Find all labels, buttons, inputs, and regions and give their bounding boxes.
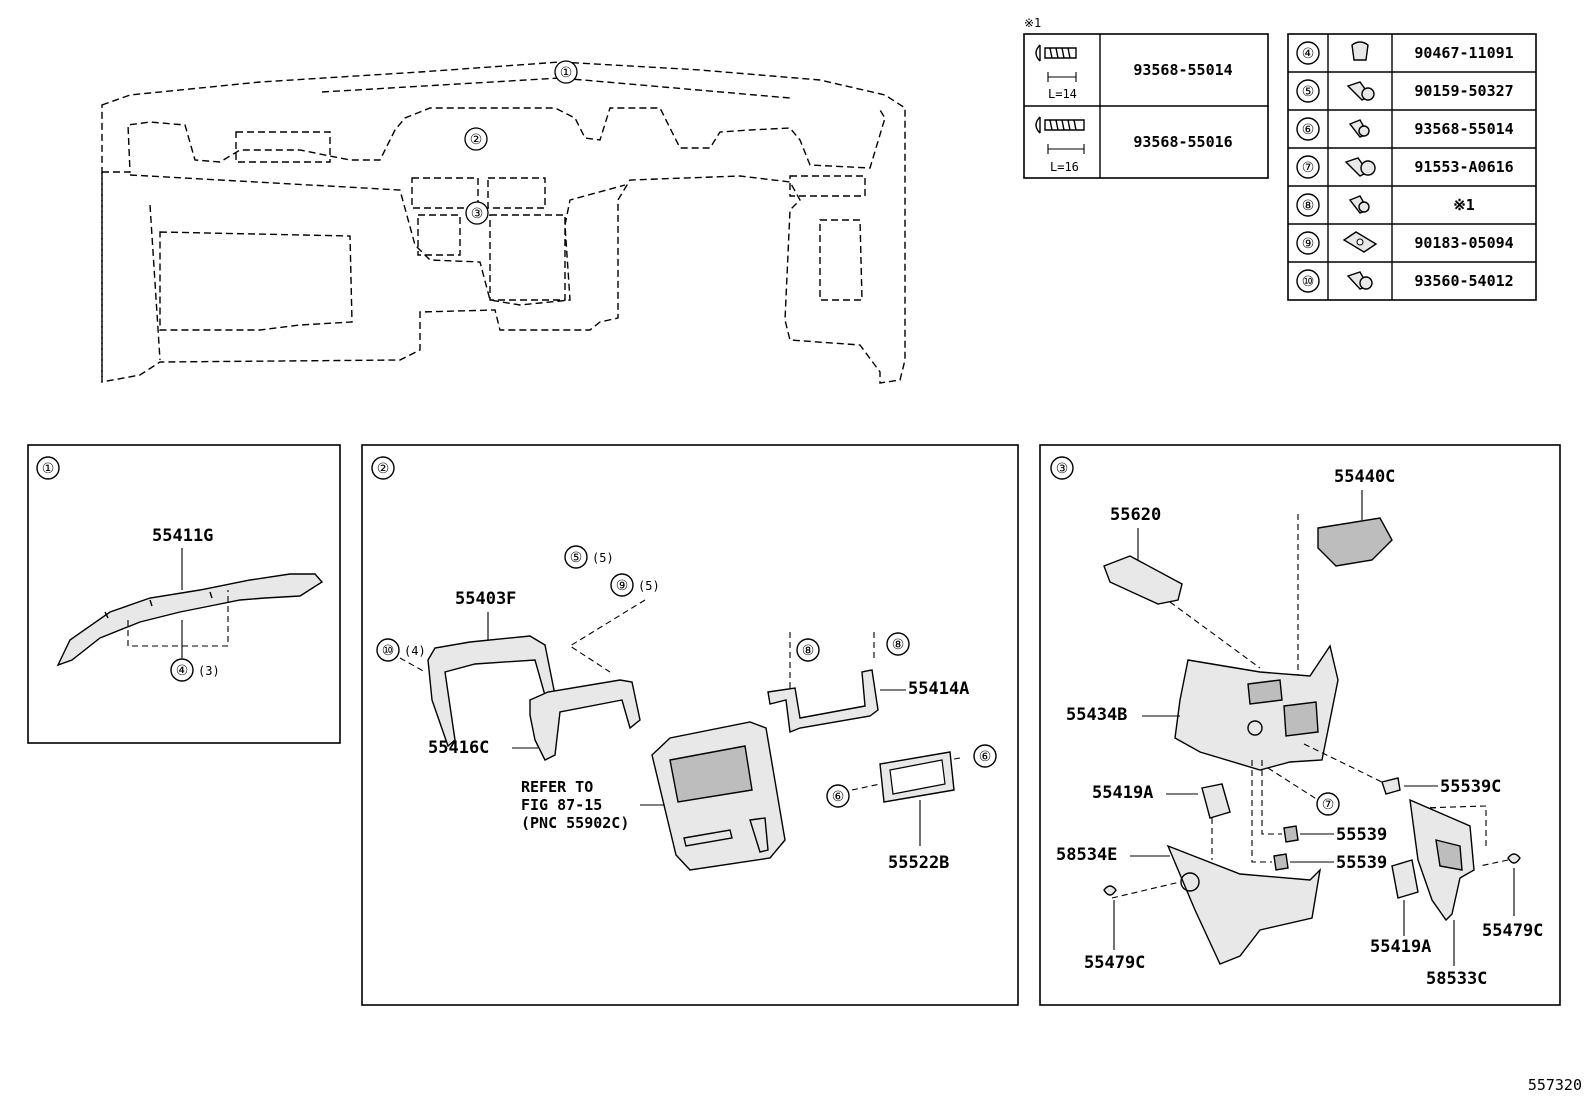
clip-icon <box>1351 41 1369 61</box>
lower-console-panel <box>1174 644 1339 771</box>
part-label-55419A-left: 55419A <box>1092 783 1153 803</box>
fastener-part-9: 90183-05094 <box>1414 234 1513 252</box>
note-part-2: 93568-55016 <box>1133 133 1232 151</box>
part-label-55434B: 55434B <box>1066 705 1127 725</box>
fastener-ref-4: ④ <box>1302 46 1315 62</box>
part-label-55414A: 55414A <box>908 679 969 699</box>
figure-id: 557320 <box>1528 1076 1582 1094</box>
fastener-ref-8: ⑧ <box>1302 198 1315 214</box>
panel-2-fastener-6a: ⑥ <box>832 789 845 805</box>
dash-upper-trim <box>56 573 324 667</box>
fastener-part-4: 90467-11091 <box>1414 44 1513 62</box>
part-label-55539-a: 55539 <box>1336 825 1387 845</box>
bolt-icon <box>1346 81 1375 101</box>
nut-clip-icon <box>1342 231 1378 253</box>
note-marker: ※1 <box>1024 16 1041 30</box>
fastener-part-6: 93568-55014 <box>1414 120 1513 138</box>
fastener-part-10: 93560-54012 <box>1414 272 1513 290</box>
overview-callout-1: ① <box>560 65 573 81</box>
part-label-55539-b: 55539 <box>1336 853 1387 873</box>
refer-line-2: FIG 87-15 <box>521 796 602 814</box>
note-table: ※1 L=14 93568-55014 L=16 93568-55016 <box>1023 16 1269 179</box>
part-label-55479C-left: 55479C <box>1084 953 1145 973</box>
screw-icon <box>1348 119 1370 138</box>
part-label-55620: 55620 <box>1110 505 1161 525</box>
fastener-ref-9: ⑨ <box>1302 236 1315 252</box>
part-label-55416C: 55416C <box>428 738 489 758</box>
part-label-58533C: 58533C <box>1426 969 1487 989</box>
screw-icon <box>1346 271 1373 290</box>
screw-icon <box>1348 195 1370 214</box>
part-label-55419A-right: 55419A <box>1370 937 1431 957</box>
fastener-ref-5: ⑤ <box>1302 84 1315 100</box>
panel-3-fastener-7: ⑦ <box>1322 797 1335 813</box>
overview-callout-2: ② <box>470 132 483 148</box>
cover-pad-left <box>1201 783 1231 819</box>
panel-2-fastener-10-qty: (4) <box>404 644 426 658</box>
panel-3: ③ 55440C 55620 55434B 55539C ⑦ 55539 555… <box>1039 444 1561 1006</box>
pocket-insert <box>1317 517 1393 567</box>
part-label-55539C: 55539C <box>1440 777 1501 797</box>
fastener-ref-7: ⑦ <box>1302 160 1315 176</box>
lock-switch <box>1103 555 1183 605</box>
panel-2-fastener-10: ⑩ <box>382 643 395 659</box>
note-length-1: L=14 <box>1048 87 1077 101</box>
refer-line-3: (PNC 55902C) <box>521 814 629 832</box>
refer-line-1: REFER TO <box>521 778 593 796</box>
fastener-part-7: 91553-A0616 <box>1414 158 1513 176</box>
panel-3-id: ③ <box>1056 461 1069 477</box>
panel-2-fastener-6b: ⑥ <box>979 749 992 765</box>
screw-icon <box>1035 116 1085 154</box>
panel-2-fastener-8b: ⑧ <box>892 637 905 653</box>
dashboard-overview: ① ② ③ <box>101 60 906 384</box>
panel-2-fastener-5-qty: (5) <box>592 551 614 565</box>
bolt-icon <box>1344 157 1376 177</box>
panel-2-fastener-8a: ⑧ <box>802 643 815 659</box>
panel-1: ① 55411G ④ (3) <box>27 444 341 744</box>
part-label-55522B: 55522B <box>888 853 949 873</box>
panel-1-id: ① <box>42 461 55 477</box>
panel-2-fastener-5: ⑤ <box>570 550 583 566</box>
part-label-55479C-right: 55479C <box>1482 921 1543 941</box>
fastener-part-5: 90159-50327 <box>1414 82 1513 100</box>
part-label-58534E: 58534E <box>1056 845 1117 865</box>
panel-2-fastener-9: ⑨ <box>616 578 629 594</box>
cover-pad-right <box>1391 859 1419 899</box>
panel-2: ② ⑤ (5) ⑨ (5) 55403F ⑩ (4) 55416C REFER … <box>361 444 1019 1006</box>
note-length-2: L=16 <box>1050 160 1079 174</box>
fastener-ref-10: ⑩ <box>1302 274 1315 290</box>
part-label-55411G: 55411G <box>152 526 213 546</box>
note-part-1: 93568-55014 <box>1133 61 1232 79</box>
mounting-bracket <box>767 669 879 733</box>
clip-55539-upper <box>1283 825 1299 843</box>
overview-callout-3: ③ <box>471 206 484 222</box>
panel-1-fastener: ④ <box>176 663 189 679</box>
panel-2-id: ② <box>377 461 390 477</box>
center-bracket <box>529 679 641 761</box>
lower-cover-left <box>1166 844 1322 965</box>
part-label-55440C: 55440C <box>1334 467 1395 487</box>
fastener-ref-6: ⑥ <box>1302 122 1315 138</box>
fastener-table: ④ 90467-11091 ⑤ 90159-50327 ⑥ 93568-5501… <box>1287 33 1537 301</box>
push-clip-left <box>1103 885 1117 896</box>
center-bezel-upper <box>427 635 557 748</box>
panel-2-fastener-9-qty: (5) <box>638 579 660 593</box>
clip-55539-lower <box>1273 853 1289 871</box>
fastener-part-8: ※1 <box>1453 196 1475 214</box>
screw-icon <box>1035 44 1077 82</box>
panel-1-fastener-qty: (3) <box>198 664 220 678</box>
push-clip-right <box>1507 853 1521 864</box>
clip-cap <box>1381 777 1401 795</box>
part-label-55403F: 55403F <box>455 589 516 609</box>
